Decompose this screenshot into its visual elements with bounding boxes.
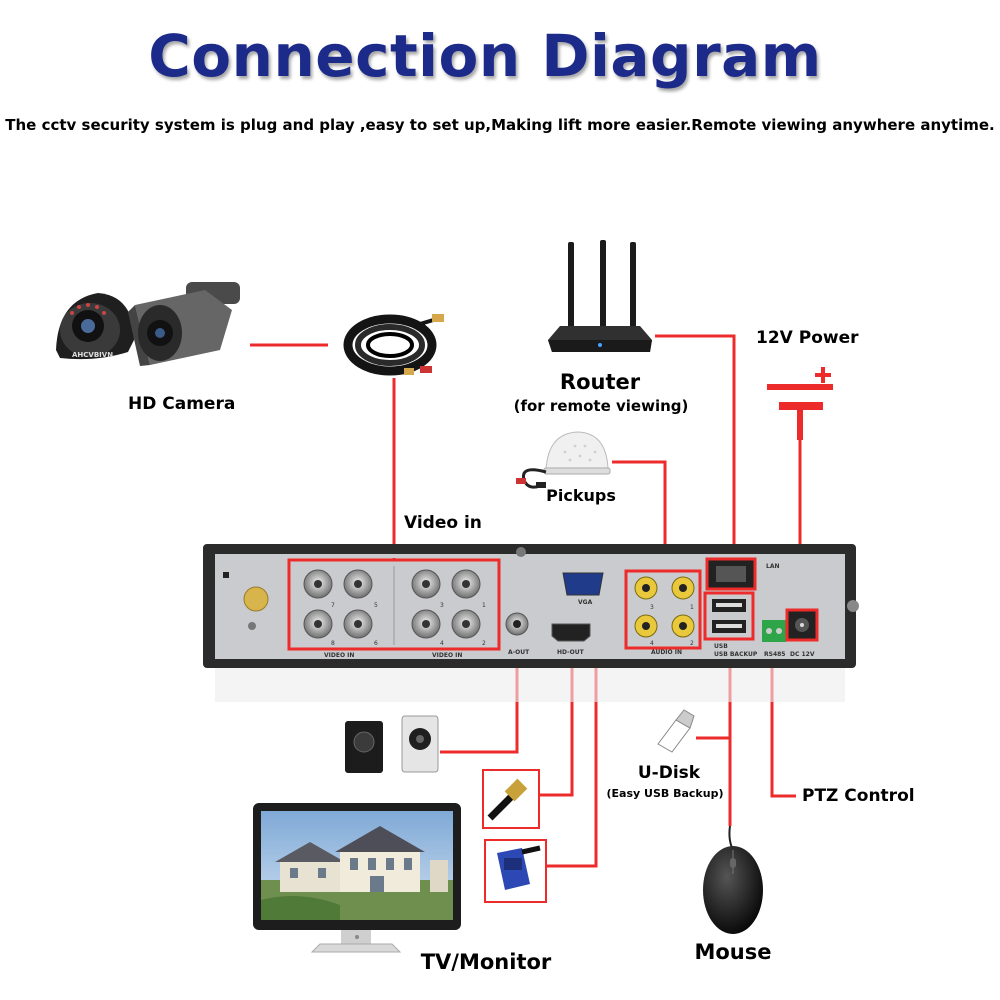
- port-number: 1: [690, 604, 694, 611]
- rs485-terminal: [762, 620, 786, 642]
- video-in-label: Video in: [404, 513, 482, 533]
- port-number: 3: [650, 604, 654, 611]
- svg-text:AHCVBIVN: AHCVBIVN: [72, 351, 113, 359]
- dvr-aout-label: A-OUT: [508, 649, 530, 656]
- lan-port: [705, 557, 757, 591]
- wire-mic-audio: [612, 460, 667, 572]
- port-number: 6: [374, 640, 378, 647]
- wire-router-lan: [655, 334, 736, 568]
- ptz-label: PTZ Control: [802, 786, 915, 806]
- hd-camera-label: HD Camera: [128, 394, 235, 414]
- port-number: 4: [650, 640, 654, 647]
- router-sublabel: (for remote viewing): [514, 397, 689, 415]
- bnc-port: [411, 569, 441, 599]
- bnc-port: [451, 569, 481, 599]
- dc-jack: [785, 608, 819, 642]
- tv-label: TV/Monitor: [421, 950, 552, 974]
- bnc-port: [411, 609, 441, 639]
- rca-port: [671, 576, 695, 600]
- port-number: 1: [482, 602, 486, 609]
- udisk-label: U-Disk: [638, 763, 701, 783]
- dvr-video-in-right-label: VIDEO IN: [432, 652, 462, 659]
- port-number: 4: [440, 640, 444, 647]
- usb-ports: [703, 591, 755, 641]
- dvr-usb-backup-label: USB BACKUP: [714, 651, 758, 658]
- microphone-icon: [516, 431, 611, 489]
- rca-port: [634, 614, 658, 638]
- video-in-ports: 7 5 8 6 3 1 4 2: [287, 558, 501, 651]
- mouse-label: Mouse: [694, 940, 771, 964]
- dvr-video-in-left-label: VIDEO IN: [324, 652, 354, 659]
- dvr-lan-label: LAN: [766, 563, 780, 570]
- dvr-rs485-label: RS485: [764, 651, 785, 658]
- audio-in-ports: 3 1 4 2: [624, 569, 702, 650]
- hdmi-port: [551, 623, 591, 642]
- pickups-label: Pickups: [546, 486, 616, 505]
- power-label: 12V Power: [756, 328, 859, 348]
- udisk-sublabel: (Easy USB Backup): [607, 787, 724, 800]
- mouse-icon: [703, 825, 763, 934]
- bnc-port: [343, 569, 373, 599]
- vga-port: [562, 572, 604, 596]
- router-label: Router: [560, 370, 641, 394]
- router-icon: [548, 240, 652, 352]
- dvr-dc-label: DC 12V: [790, 651, 815, 658]
- bnc-port: [303, 569, 333, 599]
- dvr-usb-label: USB: [714, 643, 728, 650]
- page-subtitle: The cctv security system is plug and pla…: [5, 116, 995, 134]
- port-number: 2: [690, 640, 694, 647]
- dvr-audio-in-label: AUDIO IN: [651, 649, 682, 656]
- power-symbol-icon: [767, 367, 833, 440]
- usb-stick-icon: [657, 709, 695, 753]
- dvr-hdout-label: HD-OUT: [557, 649, 585, 656]
- bnc-port: [343, 609, 373, 639]
- dome-camera-icon: AHCVBIVN: [56, 293, 134, 360]
- port-number: 7: [331, 602, 335, 609]
- page-title: Connection Diagram: [148, 22, 822, 90]
- speaker-icon: [345, 715, 439, 773]
- port-number: 5: [374, 602, 378, 609]
- port-number: 8: [331, 640, 335, 647]
- vga-plug-icon: [484, 839, 547, 903]
- port-number: 2: [482, 640, 486, 647]
- rca-port: [634, 576, 658, 600]
- dvr-vga-label: VGA: [578, 599, 593, 606]
- bnc-port: [451, 609, 481, 639]
- cable-coil-icon: [343, 314, 444, 376]
- rca-port: [671, 614, 695, 638]
- hdmi-plug-icon: [482, 769, 540, 829]
- aout-port: [505, 612, 529, 636]
- bnc-port: [303, 609, 333, 639]
- port-number: 3: [440, 602, 444, 609]
- monitor-icon: [253, 803, 461, 953]
- dvr-recorder: [203, 544, 859, 702]
- bullet-camera-icon: [128, 282, 240, 366]
